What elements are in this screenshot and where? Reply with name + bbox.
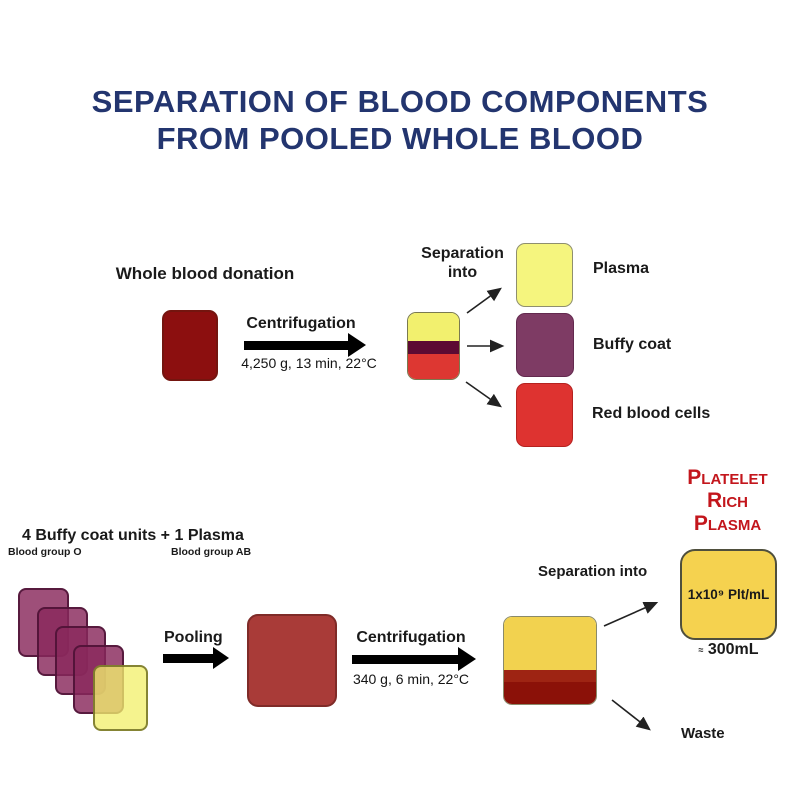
waste-layer	[504, 682, 596, 704]
plasma-unit-bag	[93, 665, 148, 731]
prp-title-word2: Rich	[707, 489, 748, 512]
prp-layer	[504, 617, 596, 671]
centrifugation-conditions-bottom: 340 g, 6 min, 22°C	[352, 671, 470, 687]
separation-into-label-bottom: Separation into	[538, 563, 648, 580]
rbc-product-bag	[516, 383, 573, 447]
prp-bag: 1x10⁹ Plt/mL	[680, 549, 777, 640]
centrifuged-bag-top	[407, 312, 460, 380]
centrifugation-label-bottom: Centrifugation	[356, 629, 466, 646]
pooling-arrow-icon	[163, 647, 229, 669]
approx-symbol: ≈	[698, 645, 704, 655]
whole-blood-donation-label: Whole blood donation	[115, 264, 295, 283]
into-word: into	[447, 264, 478, 281]
waste-label: Waste	[681, 725, 725, 742]
platelet-rich-plasma-title: Platelet Rich Plasma	[665, 466, 790, 535]
centrifugation-conditions-top: 4,250 g, 13 min, 22°C	[241, 355, 377, 371]
plasma-layer	[408, 313, 459, 342]
buffy-coat-layer	[408, 341, 459, 354]
arrow-to-rbc-icon	[465, 381, 502, 408]
centrifugation-arrow-icon	[244, 333, 366, 357]
arrow-to-plasma-icon	[466, 287, 502, 314]
prp-title-word3: Plasma	[693, 512, 762, 535]
separation-word: Separation	[421, 245, 504, 262]
pooling-label: Pooling	[164, 629, 223, 646]
prp-title-word1: Platelet	[687, 466, 768, 489]
rbc-layer	[408, 353, 459, 379]
pooled-bag	[247, 614, 337, 707]
buffy-coat-product-bag	[516, 313, 574, 377]
blood-group-ab-label: Blood group AB	[171, 546, 252, 558]
plasma-label: Plasma	[593, 260, 650, 277]
buffy-coat-label: Buffy coat	[593, 336, 672, 353]
centrifuged-bag-bottom	[503, 616, 597, 705]
prp-volume: ≈ 300mL	[678, 641, 779, 659]
centrifugation-arrow-bottom-icon	[352, 647, 476, 671]
prp-concentration-value: 1x10⁹ Plt/mL	[687, 587, 770, 602]
whole-blood-bag	[162, 310, 218, 381]
blood-group-o-label: Blood group O	[8, 546, 82, 558]
plasma-product-bag	[516, 243, 573, 307]
separation-into-label-top: Separation into	[405, 244, 520, 282]
page-title-line2: FROM POOLED WHOLE BLOOD	[156, 121, 644, 156]
centrifugation-label-top: Centrifugation	[246, 315, 356, 332]
arrow-to-waste-icon	[611, 699, 651, 731]
page-title-line1: SEPARATION OF BLOOD COMPONENTS	[91, 84, 709, 119]
waste-band-layer	[504, 670, 596, 683]
pool-heading: 4 Buffy coat units + 1 Plasma	[22, 527, 244, 544]
arrow-to-prp-icon	[603, 602, 659, 627]
red-blood-cells-label: Red blood cells	[592, 405, 711, 422]
prp-volume-value: 300mL	[707, 641, 759, 658]
